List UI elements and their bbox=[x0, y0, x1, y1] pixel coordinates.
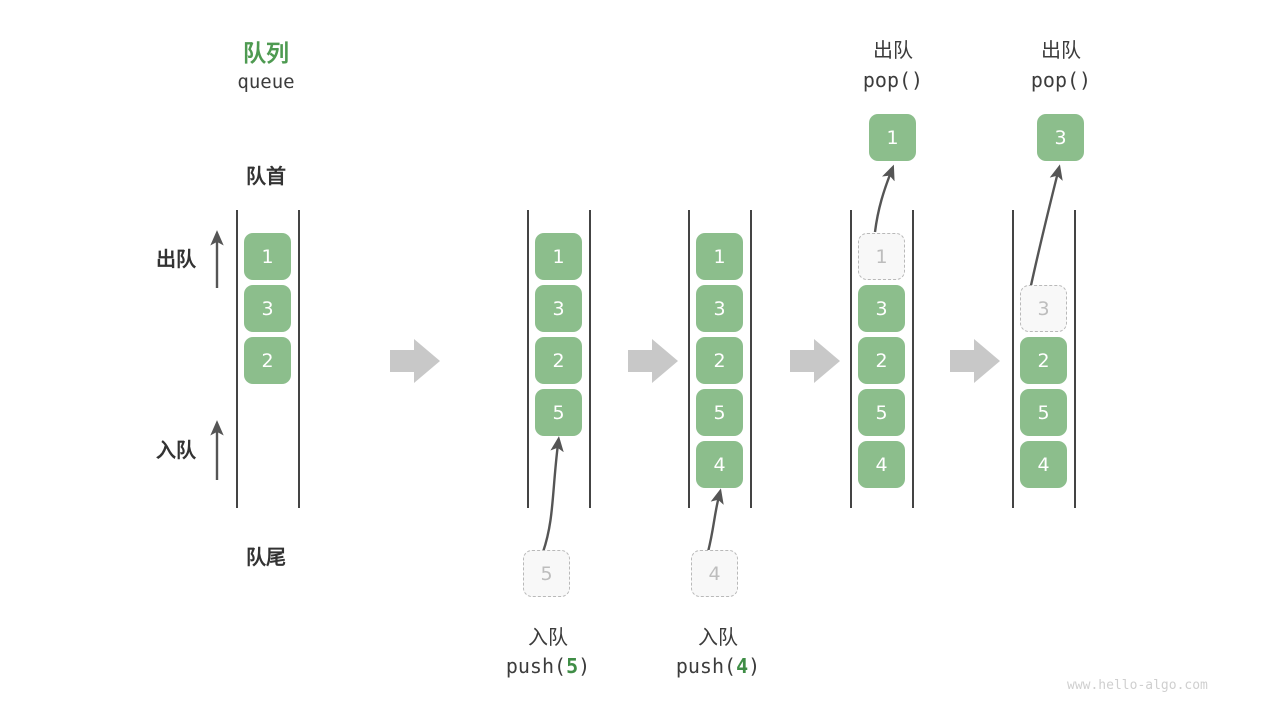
flow-arrow-1 bbox=[390, 339, 440, 383]
enqueue-side-label: 入队 bbox=[156, 438, 196, 462]
queue-rail-right-col4 bbox=[912, 210, 914, 508]
queue-rail-left-col5 bbox=[1012, 210, 1014, 508]
queue-box: 2 bbox=[244, 337, 291, 384]
pop-1-header-cn: 出队 bbox=[873, 38, 913, 62]
queue-box: 5 bbox=[1020, 389, 1067, 436]
push-4-caption-cn: 入队 bbox=[698, 625, 738, 649]
queue-box: 5 bbox=[696, 389, 743, 436]
popped-box: 3 bbox=[1037, 114, 1084, 161]
dequeue-side-label: 出队 bbox=[156, 247, 196, 271]
queue-box: 1 bbox=[696, 233, 743, 280]
queue-rail-right-col5 bbox=[1074, 210, 1076, 508]
queue-box-new: 4 bbox=[696, 441, 743, 488]
push-4-code-arg: 4 bbox=[736, 654, 749, 678]
queue-rail-left-col1 bbox=[236, 210, 238, 508]
queue-box: 2 bbox=[858, 337, 905, 384]
queue-box: 1 bbox=[535, 233, 582, 280]
queue-box: 5 bbox=[858, 389, 905, 436]
queue-box: 4 bbox=[1020, 441, 1067, 488]
queue-box-vacated: 1 bbox=[858, 233, 905, 280]
queue-box: 2 bbox=[696, 337, 743, 384]
flow-arrow-2 bbox=[628, 339, 678, 383]
queue-box: 1 bbox=[244, 233, 291, 280]
queue-rail-left-col3 bbox=[688, 210, 690, 508]
queue-title-en: queue bbox=[237, 71, 295, 93]
queue-box: 3 bbox=[535, 285, 582, 332]
pop-3-header-code: pop() bbox=[1030, 68, 1092, 92]
queue-rail-right-col1 bbox=[298, 210, 300, 508]
popped-box: 1 bbox=[869, 114, 916, 161]
watermark: www.hello-algo.com bbox=[1067, 678, 1208, 693]
queue-rail-right-col2 bbox=[589, 210, 591, 508]
push-5-code-suffix: ) bbox=[578, 654, 591, 678]
push-4-motion-arrow bbox=[706, 488, 724, 553]
push-5-motion-arrow bbox=[541, 436, 564, 553]
queue-rail-left-col4 bbox=[850, 210, 852, 508]
queue-box-vacated: 3 bbox=[1020, 285, 1067, 332]
queue-rear-label: 队尾 bbox=[246, 545, 286, 569]
queue-box: 3 bbox=[858, 285, 905, 332]
queue-box: 2 bbox=[535, 337, 582, 384]
queue-front-label: 队首 bbox=[246, 164, 286, 188]
queue-box: 3 bbox=[244, 285, 291, 332]
flow-arrow-4 bbox=[950, 339, 1000, 383]
queue-box: 3 bbox=[696, 285, 743, 332]
pop-1-motion-arrow bbox=[873, 164, 895, 233]
push-5-code-prefix: push( bbox=[505, 654, 567, 678]
queue-rail-right-col3 bbox=[750, 210, 752, 508]
queue-rail-left-col2 bbox=[527, 210, 529, 508]
flow-arrow-3 bbox=[790, 339, 840, 383]
pop-3-motion-arrow bbox=[1028, 164, 1063, 291]
queue-box: 4 bbox=[858, 441, 905, 488]
pop-3-header-cn: 出队 bbox=[1041, 38, 1081, 62]
push-4-caption-code: push(4) bbox=[648, 654, 788, 678]
push-4-code-prefix: push( bbox=[675, 654, 737, 678]
queue-title-cn: 队列 bbox=[243, 41, 289, 67]
push-5-code-arg: 5 bbox=[566, 654, 579, 678]
incoming-ghost-box: 4 bbox=[691, 550, 738, 597]
push-5-caption-cn: 入队 bbox=[528, 625, 568, 649]
push-4-code-suffix: ) bbox=[748, 654, 761, 678]
pop-1-header-code: pop() bbox=[862, 68, 924, 92]
queue-box: 2 bbox=[1020, 337, 1067, 384]
push-5-caption-code: push(5) bbox=[478, 654, 618, 678]
incoming-ghost-box: 5 bbox=[523, 550, 570, 597]
queue-box-new: 5 bbox=[535, 389, 582, 436]
